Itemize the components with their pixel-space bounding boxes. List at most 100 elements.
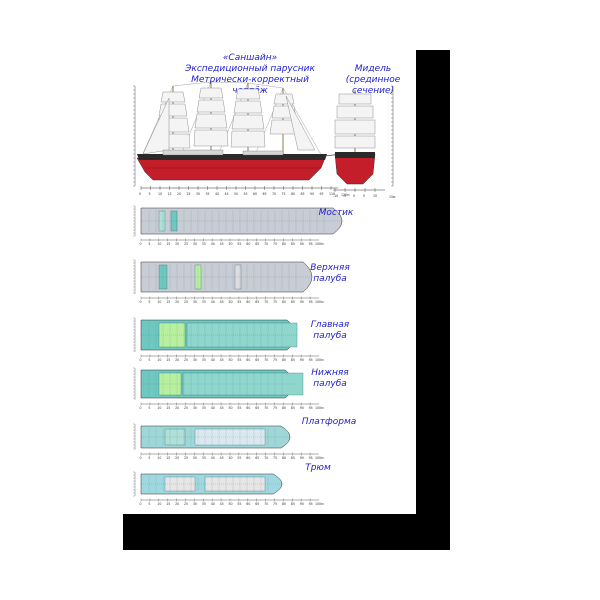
scale-tick-label: 30	[196, 192, 200, 196]
deck-scale-label: 15	[166, 456, 170, 460]
deck-scale-label: 30	[193, 406, 197, 410]
deck-label-main-line-1: Главная	[310, 320, 350, 330]
deck-scale-label: 80	[282, 456, 286, 460]
deck-scale-label: 60	[246, 358, 250, 362]
deck-scale-label: 5	[148, 358, 150, 362]
scale-tick-label: 70	[272, 192, 276, 196]
deck-scale-label: 40	[211, 358, 215, 362]
deck-scale-label: 90	[300, 406, 304, 410]
deck-scale-label: 55	[237, 358, 241, 362]
deck-scale-label: 45	[220, 502, 224, 506]
deck-scale-label: 75	[273, 300, 277, 304]
deck-scale-label: 20	[175, 456, 179, 460]
scale-tick-label: -10	[333, 194, 338, 198]
deck-scale-label: 20	[175, 300, 179, 304]
deck-scale-label: 15	[166, 406, 170, 410]
deck-scale-label: 65	[255, 502, 259, 506]
title-line-1: «Саншайн»	[222, 53, 278, 63]
scale-tick-label: 35	[206, 192, 210, 196]
deck-scale-label: 55	[237, 502, 241, 506]
deck-scale-label: 45	[220, 406, 224, 410]
deck-scale-label: 70	[264, 502, 268, 506]
deck-label-lower-deck: Нижняя палуба	[305, 368, 355, 390]
deck-scale-label: 80	[282, 300, 286, 304]
deck-scale-label: 45	[220, 242, 224, 246]
deck-label-hold-line-1: Трюм	[305, 463, 331, 473]
deck-scale-label: 55	[237, 300, 241, 304]
deck-scale-label: 95	[309, 456, 313, 460]
deck-scale-label: 65	[255, 242, 259, 246]
deck-scale-label: 45	[220, 358, 224, 362]
deck-scale-label: 15	[166, 502, 170, 506]
deck-scale-label: 35	[202, 406, 206, 410]
deck-scale-label: 10	[157, 406, 161, 410]
deck-scale-label: 20	[175, 242, 179, 246]
deck-scale-label: 20	[175, 358, 179, 362]
deck-label-main-line-2: палуба	[313, 331, 347, 341]
deck-scale-label: 50	[229, 406, 233, 410]
deck-scale-label: 10	[157, 502, 161, 506]
deck-scale-label: 85	[291, 242, 295, 246]
frame-right	[416, 50, 450, 550]
midship-title: Мидель (срединное сечение)	[328, 64, 416, 97]
scale-tick-label: 5	[149, 192, 151, 196]
deck-scale-unit: 100м	[315, 502, 324, 506]
deck-scale-label: 75	[273, 456, 277, 460]
deck-scale-label: 95	[309, 300, 313, 304]
deck-label-upper-line-1: Верхняя	[310, 263, 350, 273]
scale-tick-label: 10	[158, 192, 162, 196]
deck-scale-label: 10	[157, 300, 161, 304]
scale-tick-label: 85	[301, 192, 305, 196]
drawing-sheet: «Саншайн» Экспедиционный парусник Метрич…	[123, 50, 416, 514]
scale-tick-label: 55	[244, 192, 248, 196]
deck-scale-unit: 100м	[315, 456, 324, 460]
scale-tick-label: 75	[282, 192, 286, 196]
scale-tick-label: 45	[225, 192, 229, 196]
deck-scale-label: 70	[264, 300, 268, 304]
deck-scale-label: 30	[193, 300, 197, 304]
scale-tick-label: 80	[291, 192, 295, 196]
deck-scale-label: 25	[184, 242, 188, 246]
deck-scale-label: 65	[255, 358, 259, 362]
scale-tick-label: -5	[343, 194, 346, 198]
deck-scale-label: 15	[166, 358, 170, 362]
deck-scale-label: 0	[140, 456, 142, 460]
deck-label-platform: Платформа	[299, 417, 359, 428]
deck-label-upper-line-2: палуба	[313, 274, 347, 284]
deck-scale-label: 0	[140, 358, 142, 362]
deck-label-main-deck: Главная палуба	[305, 320, 355, 342]
deck-scale-label: 25	[184, 502, 188, 506]
deck-scale-label: 90	[300, 456, 304, 460]
deck-scale-label: 5	[148, 300, 150, 304]
deck-scale-label: 75	[273, 406, 277, 410]
deck-scale-label: 95	[309, 502, 313, 506]
deck-scale-label: 45	[220, 456, 224, 460]
deck-scale-label: 0	[140, 502, 142, 506]
deck-scale-label: 40	[211, 242, 215, 246]
deck-scale-label: 80	[282, 406, 286, 410]
scale-tick-label: 95	[320, 192, 324, 196]
deck-scale-label: 20	[175, 502, 179, 506]
deck-label-lower-line-1: Нижняя	[311, 368, 349, 378]
deck-scale-unit: 100м	[315, 300, 324, 304]
deck-scale-label: 60	[246, 456, 250, 460]
scale-tick-label: 10	[373, 194, 377, 198]
deck-scale-label: 30	[193, 456, 197, 460]
deck-scale-label: 35	[202, 358, 206, 362]
deck-scale-label: 65	[255, 406, 259, 410]
scale-tick-label: 50	[234, 192, 238, 196]
deck-scale-label: 55	[237, 242, 241, 246]
deck-scale-label: 10	[157, 358, 161, 362]
deck-scale-label: 80	[282, 502, 286, 506]
deck-label-bridge: Мостик	[311, 208, 361, 219]
deck-scale-label: 50	[229, 502, 233, 506]
deck-scale-label: 25	[184, 456, 188, 460]
deck-scale-label: 50	[229, 242, 233, 246]
